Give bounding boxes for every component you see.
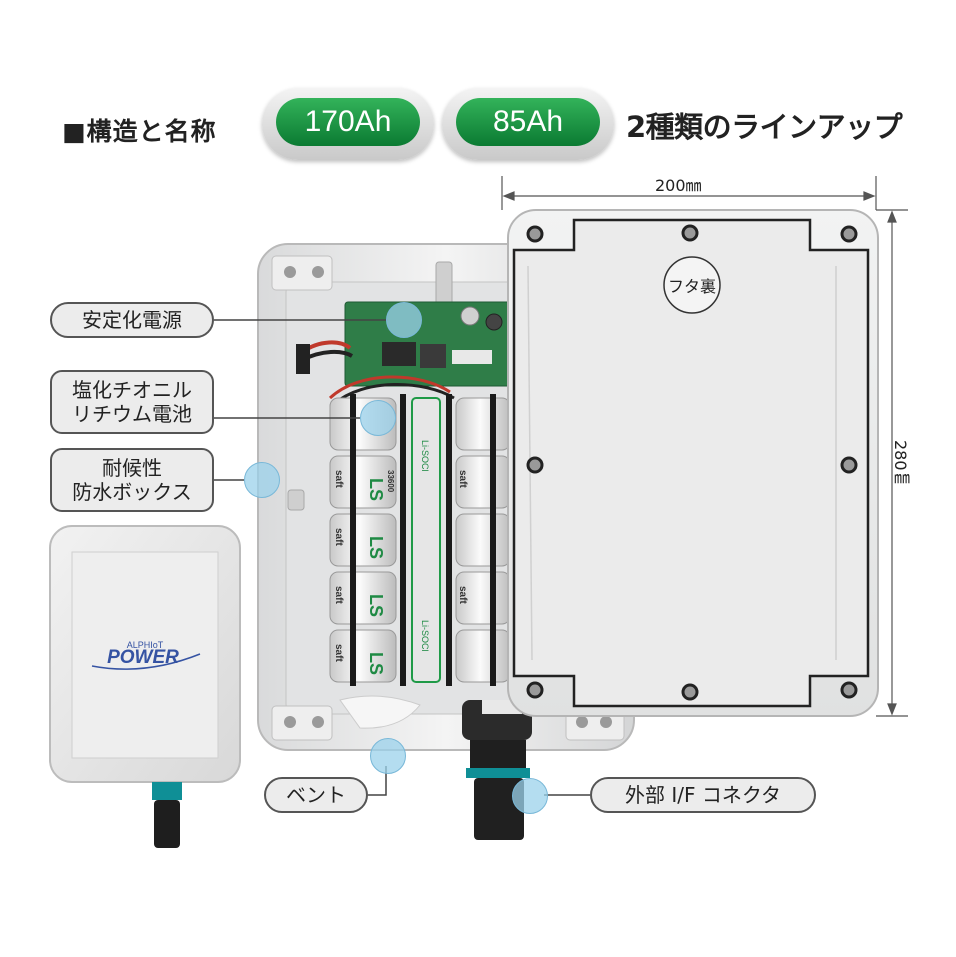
dimension-lines [501,176,908,717]
cell-model-label: LS [366,478,386,501]
cell-brand-label: saft [457,586,468,604]
cell-brand-label: saft [333,644,344,662]
callout-battery: 塩化チオニル リチウム電池 [50,370,214,434]
logo-main: POWER [107,647,179,668]
assembled-box: ALPHIoT POWER [49,525,241,848]
callout-connector: 外部 I/F コネクタ [590,777,816,813]
callout-connector-text: 外部 I/F コネクタ [624,783,782,807]
connector-marker [512,778,548,814]
cell-model-label: LS [366,652,386,675]
pack-label: Li-SOCl [420,440,430,472]
lid-back-label: フタ裏 [668,277,716,296]
callout-battery-line1: 塩化チオニル [72,378,192,402]
vent-area [339,695,421,729]
cell-model-label: LS [366,536,386,559]
external-connector [462,700,532,840]
pack-label: Li-SOCl [420,620,430,652]
callout-box-line2: 防水ボックス [72,480,192,504]
cell-brand-label: saft [333,528,344,546]
callout-regulator: 安定化電源 [50,302,214,338]
callout-vent-text: ベント [286,783,346,807]
section-title: ■構造と名称 [62,117,217,146]
leader-lines [214,319,590,796]
width-dimension: 200㎜ [655,176,702,195]
battery-marker [360,400,396,436]
regulator-marker [386,302,422,338]
cell-brand-label: saft [333,470,344,488]
callout-regulator-text: 安定化電源 [82,308,182,332]
lithium-battery-pack: LS LS LS LS saft saft saft saft 33600 sa… [329,394,511,686]
lid-back: フタ裏 [507,209,879,717]
capacity-option-170ah[interactable]: 170Ah [262,88,434,160]
battery-column-left [329,397,397,683]
callout-vent: ベント [264,777,368,813]
cell-model-label: LS [366,594,386,617]
callout-box: 耐候性 防水ボックス [50,448,214,512]
lineup-text: 2種類のラインアップ [626,110,903,144]
height-dimension: 280㎜ [891,440,910,487]
capacity-option-85ah[interactable]: 85Ah [442,88,614,160]
capacity-85ah-label: 85Ah [456,98,600,146]
battery-column-right [455,397,511,683]
cell-brand-label: saft [333,586,344,604]
cell-brand-label: saft [457,470,468,488]
logo-top: ALPHIoT [127,640,164,650]
callout-battery-line2: リチウム電池 [72,402,192,426]
callout-box-line1: 耐候性 [102,456,162,480]
cell-size-label: 33600 [386,470,395,493]
capacity-170ah-label: 170Ah [276,98,420,146]
box-marker [244,462,280,498]
vent-marker [370,738,406,774]
